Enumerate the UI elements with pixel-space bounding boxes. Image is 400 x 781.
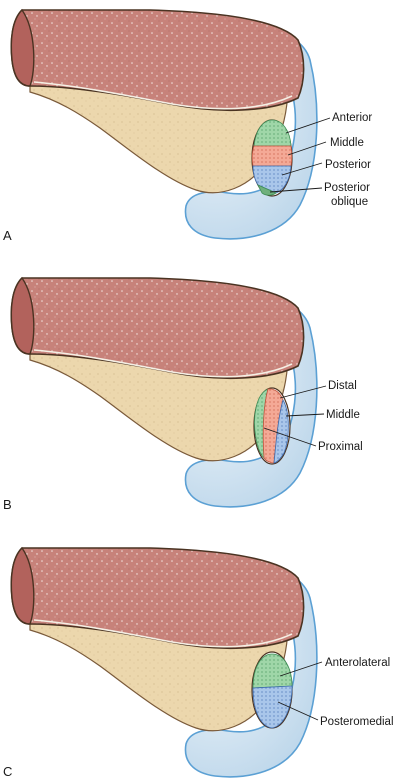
panel-letter-c: C: [3, 764, 12, 779]
insertion-footprint-b: [253, 387, 291, 465]
leader-anterolateral: [279, 661, 323, 677]
panel-b: Distal Middle Proximal B: [3, 277, 363, 512]
leader-middle: [287, 141, 327, 156]
label-middle: Middle: [330, 137, 364, 149]
leader-posterior-oblique: [269, 187, 323, 193]
panel-letter-a: A: [3, 228, 12, 243]
label-middle-b: Middle: [326, 409, 360, 421]
label-posterior-oblique-line1: Posterior: [324, 182, 370, 194]
label-distal: Distal: [328, 380, 357, 392]
leader-posterior: [281, 162, 323, 176]
panel-c: Anterolateral Posteromedial C: [3, 547, 394, 779]
label-posteromedial: Posteromedial: [320, 716, 394, 728]
leader-proximal: [263, 427, 317, 447]
leader-posteromedial: [277, 701, 319, 721]
leader-middle-b: [285, 413, 325, 417]
panel-letter-b: B: [3, 497, 12, 512]
label-anterolateral: Anterolateral: [325, 657, 390, 669]
label-proximal: Proximal: [318, 441, 363, 453]
leader-distal: [279, 385, 327, 399]
label-anterior: Anterior: [332, 112, 372, 124]
insertion-footprint-c: [251, 651, 293, 729]
label-posterior-oblique-line2: oblique: [331, 196, 368, 208]
insertion-footprint-a: [251, 119, 293, 197]
leader-anterior: [285, 117, 331, 134]
panel-a: Anterior Middle Posterior Posterior obli…: [3, 9, 372, 243]
label-posterior: Posterior: [325, 159, 371, 171]
